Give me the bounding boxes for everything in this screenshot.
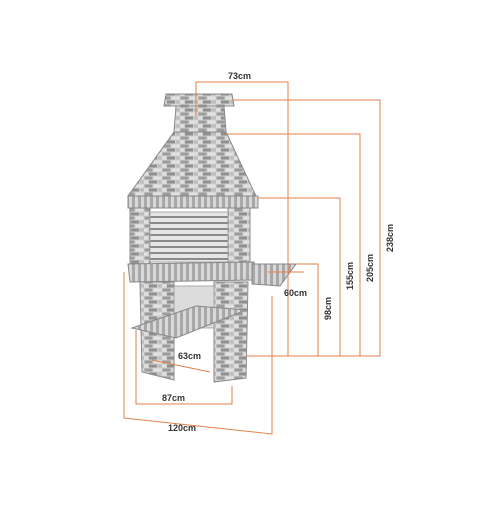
- label-top-width: 73cm: [228, 71, 251, 81]
- firebox-right-pillar: [227, 207, 251, 267]
- dim-line-inner-width: [151, 359, 211, 373]
- dim-line-total-height: [232, 99, 381, 357]
- dim-line-total-width: [123, 272, 273, 435]
- dimension-labels: 73cm 238cm 205cm 155cm 98cm 60cm 63cm 87…: [162, 71, 395, 433]
- firebox-left-pillar: [129, 207, 151, 267]
- dim-line-top-width: [195, 81, 289, 356]
- label-base-width: 87cm: [162, 393, 185, 403]
- hood-lintel: [127, 195, 259, 209]
- grill-counter: [127, 261, 257, 283]
- bbq-structure: [127, 93, 297, 383]
- dim-line-counter-height: [296, 263, 319, 356]
- label-firebox-height: 155cm: [345, 262, 355, 290]
- dim-line-hood-height: [226, 133, 361, 356]
- side-shelf: [251, 263, 297, 287]
- label-counter-height: 98cm: [323, 297, 333, 320]
- label-total-height: 238cm: [385, 224, 395, 252]
- label-inner-width: 63cm: [178, 351, 201, 361]
- lower-shelf: [130, 305, 247, 339]
- label-total-width: 120cm: [168, 423, 196, 433]
- dim-line-base-width: [135, 330, 233, 405]
- firebox-back-wall: [149, 211, 229, 263]
- label-hood-height: 205cm: [365, 254, 375, 282]
- chimney-cap: [163, 93, 235, 107]
- label-side-shelf: 60cm: [284, 288, 307, 298]
- chimney-stack: [173, 105, 227, 133]
- chimney-hood: [127, 131, 257, 197]
- dimension-lines: [123, 81, 381, 435]
- base-right-pillar: [213, 281, 249, 383]
- dim-line-firebox-height: [258, 197, 341, 356]
